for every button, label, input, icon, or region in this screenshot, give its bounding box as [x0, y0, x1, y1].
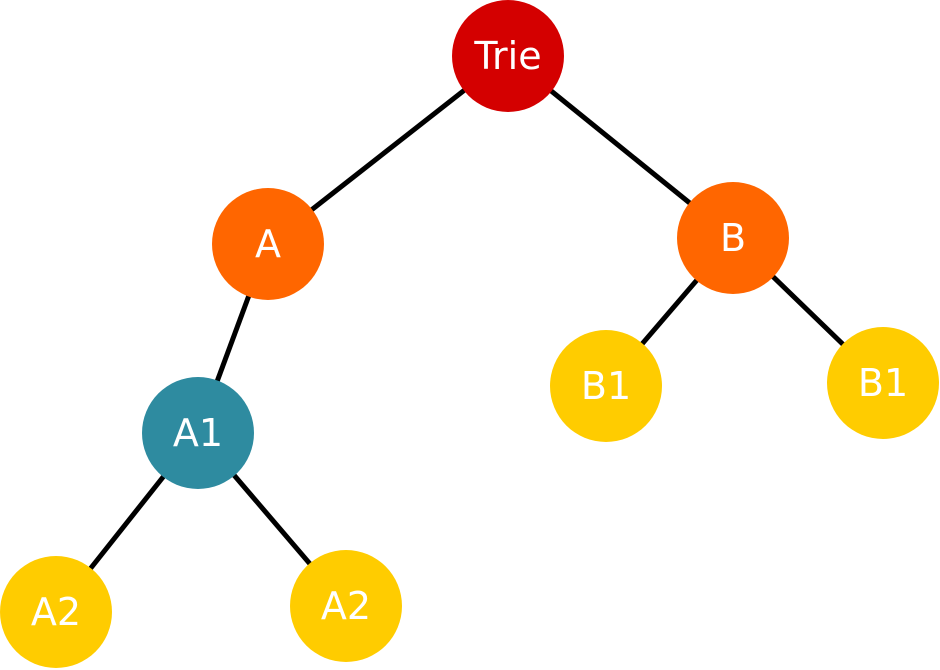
- node-a: A: [212, 188, 324, 300]
- node-a2-left-circle: [0, 556, 112, 668]
- node-a2-right-label: A2: [321, 584, 371, 628]
- node-b1-right-circle: [827, 327, 939, 439]
- node-trie-label: Trie: [473, 34, 541, 78]
- node-trie: Trie: [452, 0, 564, 112]
- node-b1-left: B1: [550, 330, 662, 442]
- node-b: B: [677, 182, 789, 294]
- node-a1: A1: [142, 377, 254, 489]
- node-b1-right: B1: [827, 327, 939, 439]
- node-a1-label: A1: [173, 411, 223, 455]
- node-b1-right-label: B1: [858, 361, 908, 405]
- node-b1-left-circle: [550, 330, 662, 442]
- node-a2-left: A2: [0, 556, 112, 668]
- node-a2-right: A2: [290, 550, 402, 662]
- node-a2-left-label: A2: [31, 590, 81, 634]
- node-b1-left-label: B1: [581, 364, 631, 408]
- node-a-circle: [212, 188, 324, 300]
- node-a-label: A: [255, 222, 281, 266]
- node-a2-right-circle: [290, 550, 402, 662]
- node-b-circle: [677, 182, 789, 294]
- node-a1-circle: [142, 377, 254, 489]
- node-b-label: B: [720, 216, 746, 260]
- node-trie-circle: [452, 0, 564, 112]
